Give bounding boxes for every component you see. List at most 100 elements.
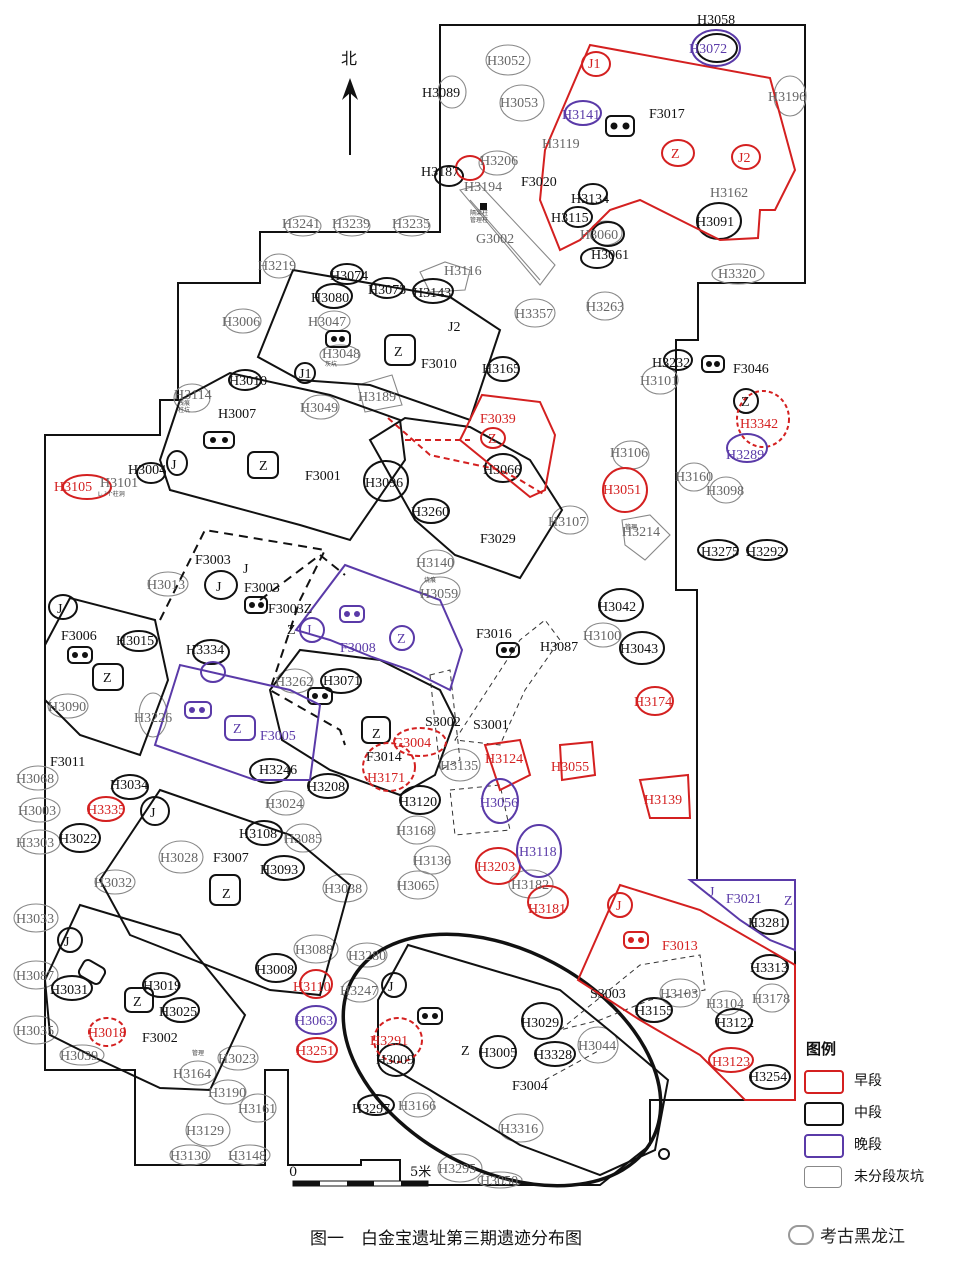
label-H3263: H3263 [586,300,624,315]
label-H3066: H3066 [483,463,521,478]
label-H3023: H3023 [218,1052,256,1067]
label-H3254: H3254 [749,1070,787,1085]
label-F3017: F3017 [649,107,685,122]
label-H3052: H3052 [487,54,525,69]
label-F3046: F3046 [733,362,769,377]
label-H3019: H3019 [143,979,181,994]
label-Z-F3014: Z [372,727,381,742]
label-H3050: H3050 [480,1174,518,1189]
label-J-F3003: J [243,562,249,577]
label-H3018: H3018 [88,1026,126,1041]
small-annotations: 隔梁柱 管理柱 残痕 柱坑 Lᵢ ²个柱洞 烧痕 管理 管理 灰坑 [98,209,637,1057]
label-H3039: H3039 [60,1049,98,1064]
label-F3003-a: F3003 [195,553,231,568]
label-H3313: H3313 [750,961,788,976]
label-Z-F3005: Z [233,722,242,737]
label-F3006: F3006 [61,629,97,644]
label-H3090: H3090 [48,700,86,715]
svg-text:管理: 管理 [192,1049,204,1057]
label-Z-F3003: Z [287,623,296,638]
label-H3085: H3085 [284,832,322,847]
label-F3016: F3016 [476,627,512,642]
label-J-F3021: J [709,885,715,900]
label-H3068: H3068 [16,772,54,787]
label-H3119: H3119 [542,137,580,152]
label-H3335: H3335 [87,803,125,818]
label-F3008: F3008 [340,641,376,656]
label-H3246: H3246 [259,763,297,778]
label-H3042: H3042 [598,600,636,615]
legend-swatch-late [804,1134,844,1158]
label-H3110: H3110 [293,980,331,995]
label-H3100: H3100 [583,629,621,644]
label-H3164: H3164 [173,1067,211,1082]
label-H3320: H3320 [718,267,756,282]
label-H3058: H3058 [697,13,735,28]
label-Z-F3017: Z [671,147,680,162]
label-H3262: H3262 [275,675,313,690]
label-H3022: H3022 [59,832,97,847]
label-H3108: H3108 [239,827,277,842]
label-H3275: H3275 [701,545,739,560]
label-H3297: H3297 [352,1102,390,1117]
label-H3091: H3091 [696,215,734,230]
label-H3106: H3106 [610,446,648,461]
label-F3003-b: F3003 [244,581,280,596]
label-F3039: F3039 [480,412,516,427]
label-Z-F3006: Z [103,671,112,686]
label-J-F3002: J [64,935,70,950]
label-H3055: H3055 [551,760,589,775]
label-H3024: H3024 [265,797,303,812]
legend: 图例 早段 中段 晚段 未分段灰坑 [800,1038,950,1198]
label-Z-F3039: Z [488,432,497,447]
label-H3155: H3155 [635,1004,673,1019]
label-H3134: H3134 [571,192,609,207]
label-H3101: H3101 [100,476,138,491]
label-H3072: H3072 [689,42,727,57]
label-H3289: H3289 [726,448,764,463]
label-H3006: H3006 [222,315,260,330]
label-F3011: F3011 [50,755,85,770]
label-H3235: H3235 [392,217,430,232]
middle-stage-features [43,33,791,1188]
label-H3281: H3281 [748,916,786,931]
gray-labels: H3052 H3053 H3196 H3206 H3241 H3239 H323… [16,54,806,1189]
legend-item-unphased: 未分段灰坑 [804,1164,954,1190]
label-Z-F3002: Z [133,995,142,1010]
label-H3044: H3044 [578,1039,616,1054]
label-H3051: H3051 [603,483,641,498]
watermark-text: 考古黑龙江 [820,1227,905,1247]
label-H3060: H3060 [580,228,618,243]
label-H3219: H3219 [258,259,296,274]
label-G3004: G3004 [393,736,431,751]
label-H3053: H3053 [500,96,538,111]
label-Z-F3001: Z [259,459,268,474]
label-J-F3003b: J [216,580,222,595]
label-H3047: H3047 [308,315,346,330]
label-H3118: H3118 [519,845,557,860]
label-H3007: H3007 [218,407,256,422]
label-H3080: H3080 [311,291,349,306]
label-H3166: H3166 [398,1099,436,1114]
label-H3303: H3303 [16,836,54,851]
label-F3005: F3005 [260,729,296,744]
label-H3087: H3087 [16,969,54,984]
label-H3124: H3124 [485,752,523,767]
label-H3013: H3013 [147,578,185,593]
late-stage-features [153,29,796,1035]
label-H3010: H3010 [229,374,267,389]
svg-text:管理柱: 管理柱 [470,216,488,224]
late-posts [189,611,360,713]
label-F3004: F3004 [512,1079,548,1094]
legend-label-late: 晚段 [854,1137,882,1153]
label-S3002: S3002 [425,715,461,730]
label-H3357: H3357 [515,307,553,322]
legend-swatch-unphased [804,1166,842,1188]
gray-features [13,44,807,1189]
label-H3291: H3291 [370,1034,408,1049]
label-S3003: S3003 [590,987,626,1002]
label-H3280: H3280 [348,949,386,964]
label-H3178: H3178 [752,992,790,1007]
label-Z-F3008: Z [397,632,406,647]
label-H3115: H3115 [551,211,589,226]
